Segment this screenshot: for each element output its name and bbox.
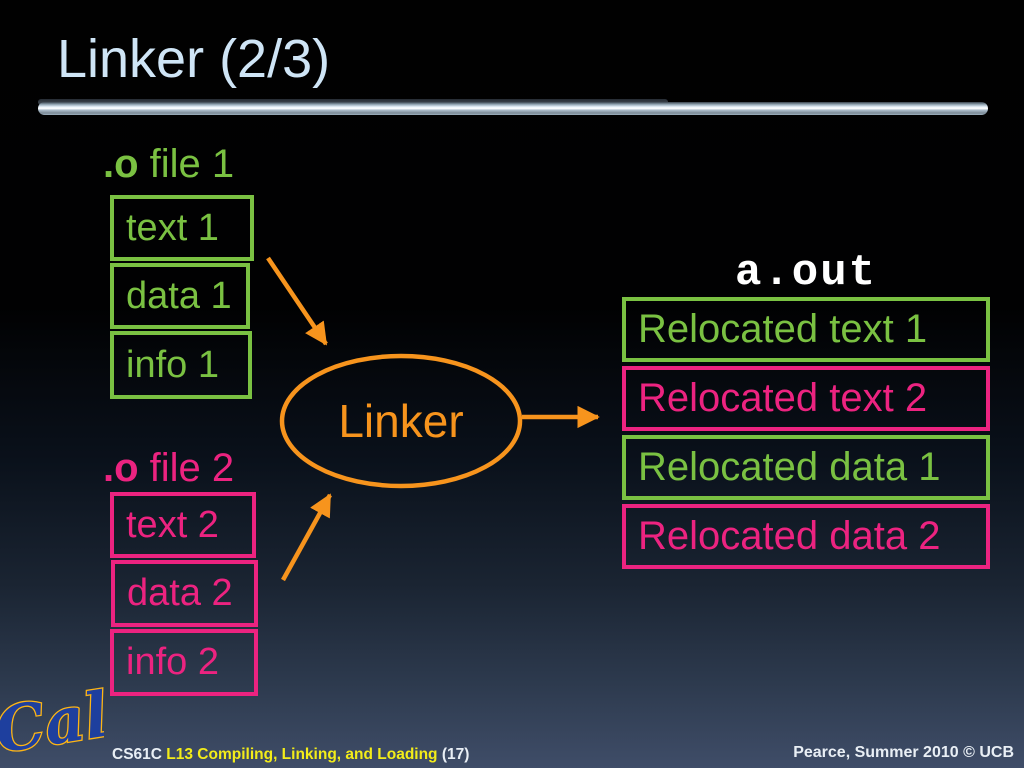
- box-text-1-label: text 1: [126, 206, 219, 249]
- aout-label: a.out: [734, 248, 878, 298]
- arrow-file1-to-linker: [266, 256, 328, 346]
- page-title: Linker (2/3): [57, 29, 331, 89]
- box-relocated-text-2: Relocated text 2: [622, 366, 990, 431]
- box-text-1: text 1: [110, 195, 254, 261]
- box-relocated-text-2-label: Relocated text 2: [638, 376, 928, 420]
- box-relocated-data-2: Relocated data 2: [622, 504, 990, 569]
- box-info-1-label: info 1: [126, 343, 219, 386]
- cal-logo: Cal: [0, 680, 104, 768]
- object-file-2-label: .o file 2: [103, 446, 234, 491]
- box-relocated-data-1-label: Relocated data 1: [638, 445, 941, 489]
- object-file-2-label-prefix: .o: [103, 446, 139, 490]
- object-file-1-label-prefix: .o: [103, 142, 139, 186]
- box-data-1-label: data 1: [126, 274, 232, 317]
- linker-label: Linker: [338, 395, 463, 447]
- title-underline: [38, 102, 988, 115]
- footer-course-info: CS61C L13 Compiling, Linking, and Loadin…: [112, 746, 469, 764]
- box-relocated-text-1: Relocated text 1: [622, 297, 990, 362]
- footer-credit: Pearce, Summer 2010 © UCB: [793, 744, 1014, 761]
- linker-ellipse: [279, 353, 523, 489]
- object-file-1-label-rest: file 1: [138, 142, 235, 186]
- box-text-2-label: text 2: [126, 503, 219, 546]
- box-data-2-label: data 2: [127, 572, 233, 614]
- box-relocated-data-1: Relocated data 1: [622, 435, 990, 500]
- box-relocated-data-2-label: Relocated data 2: [638, 514, 941, 558]
- box-info-2: info 2: [110, 629, 258, 696]
- footer-slide-number: (17): [441, 746, 470, 763]
- object-file-2-label-rest: file 2: [138, 446, 235, 490]
- footer-lecture-title: L13 Compiling, Linking, and Loading: [166, 746, 438, 763]
- cal-logo-text: Cal: [0, 680, 104, 767]
- box-data-2: data 2: [111, 560, 258, 627]
- box-info-1: info 1: [110, 331, 252, 399]
- footer-course: CS61C: [112, 746, 162, 763]
- box-relocated-text-1-label: Relocated text 1: [638, 307, 928, 351]
- object-file-1-label: .o file 1: [103, 142, 234, 187]
- box-info-2-label: info 2: [126, 641, 219, 683]
- arrow-file2-to-linker: [281, 493, 332, 582]
- box-data-1: data 1: [110, 263, 250, 329]
- box-text-2: text 2: [110, 492, 256, 558]
